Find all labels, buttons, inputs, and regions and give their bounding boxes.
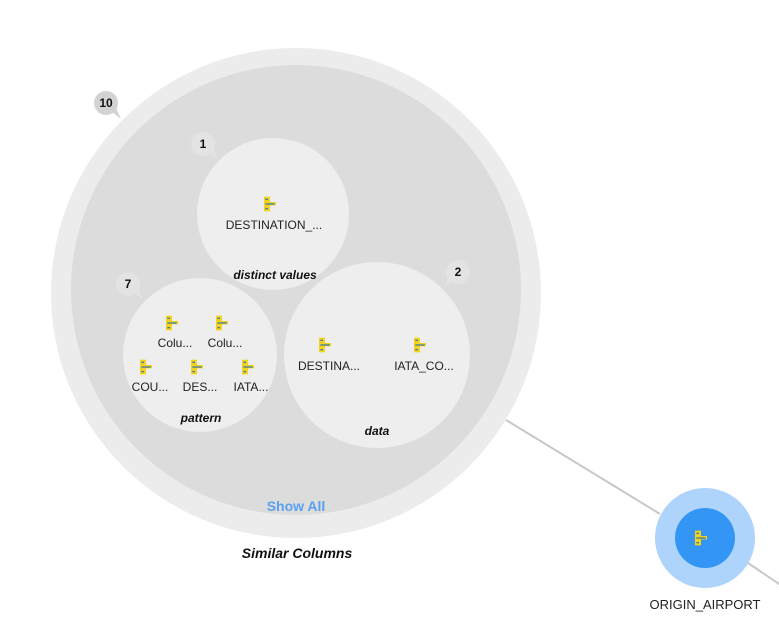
badge-data-count (444, 260, 470, 287)
column-icon (216, 315, 228, 331)
column-label[interactable]: DESTINATION_... (225, 218, 323, 232)
column-icon (414, 337, 426, 353)
column-label[interactable]: DES... (182, 380, 218, 394)
column-icon (264, 196, 276, 212)
edge-origin-offscreen (747, 562, 779, 586)
column-label[interactable]: COU... (131, 380, 169, 394)
badge-distinct-values-count (191, 132, 218, 159)
column-label[interactable]: IATA_CO... (394, 359, 454, 373)
column-label[interactable]: DESTINA... (297, 359, 361, 373)
pattern-count: 7 (124, 277, 132, 291)
column-label[interactable]: Colu... (207, 336, 243, 350)
cluster-title: Similar Columns (241, 545, 353, 561)
column-icon (695, 530, 707, 546)
column-icon (191, 359, 203, 375)
distinct-values-count: 1 (199, 137, 207, 151)
group-data[interactable] (284, 262, 470, 448)
data-count: 2 (454, 265, 462, 279)
group-title-pattern: pattern (180, 411, 222, 425)
show-all-link[interactable]: Show All (266, 498, 326, 514)
column-icon (140, 359, 152, 375)
cluster-count: 10 (99, 96, 113, 110)
badge-pattern-count (116, 272, 143, 299)
badge-cluster-count (94, 91, 121, 119)
column-label[interactable]: IATA... (233, 380, 269, 394)
column-icon (242, 359, 254, 375)
column-icon (319, 337, 331, 353)
column-label[interactable]: Colu... (157, 336, 193, 350)
edge-cluster-to-origin (505, 419, 661, 515)
group-distinct-values[interactable] (197, 138, 349, 290)
origin-airport-label[interactable]: ORIGIN_AIRPORT (649, 597, 761, 612)
column-icon (166, 315, 178, 331)
group-title-distinct-values: distinct values (233, 268, 317, 282)
group-title-data: data (364, 424, 390, 438)
group-pattern[interactable] (123, 278, 277, 432)
